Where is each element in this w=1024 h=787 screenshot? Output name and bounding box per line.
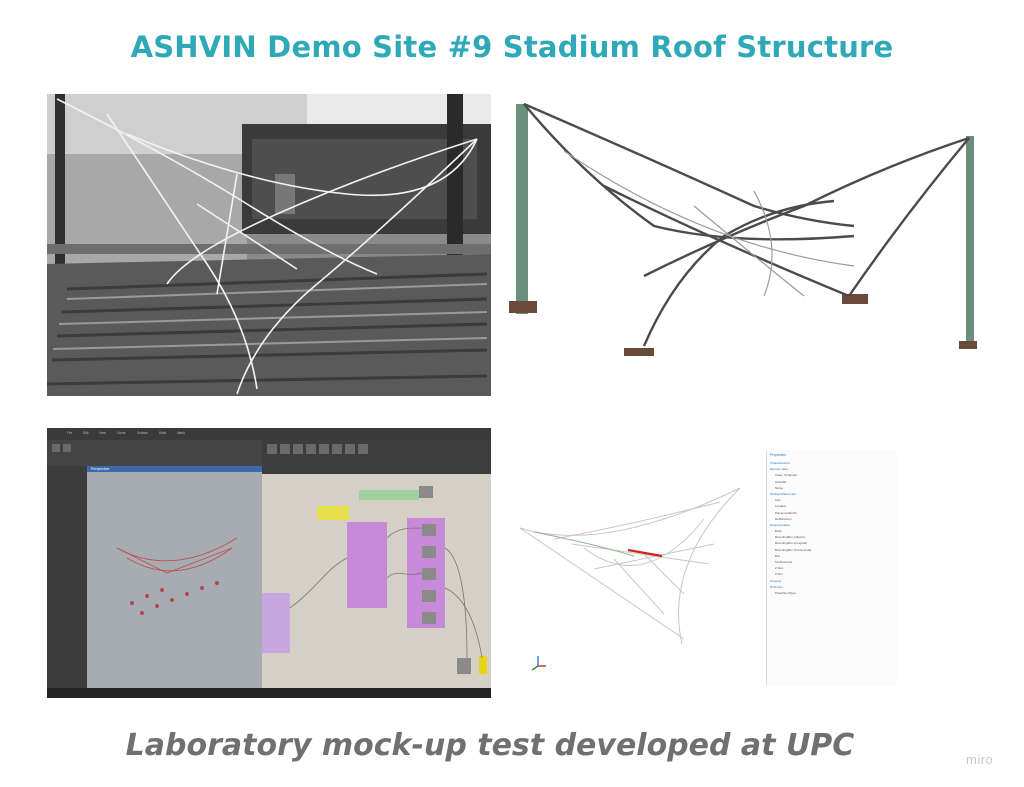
scan-drawing [504, 96, 994, 378]
prop-row: GlobalId [775, 479, 787, 484]
software-menu-curve[interactable]: Curve [117, 431, 126, 435]
prop-row[interactable]: IfcTendon [770, 584, 784, 589]
prop-row: BoundingBox (Ulterior) [775, 535, 806, 540]
prop-row: SurfaceColor [775, 560, 793, 564]
software-menu-file[interactable]: File [67, 431, 73, 435]
properties-tab[interactable]: Properties [770, 453, 786, 457]
prop-row: Box [775, 553, 781, 558]
lab-mockup-photo [47, 94, 491, 396]
prop-row[interactable]: IfcObjectPlacement [770, 491, 797, 496]
prop-row[interactable]: Property [770, 578, 782, 583]
lab-photo-drawing [47, 94, 491, 396]
software-menu-solid[interactable]: Solid [159, 431, 167, 435]
page-title: ASHVIN Demo Site #9 Stadium Roof Structu… [130, 30, 894, 64]
bim-viewer: Properties Characteristics Element data … [514, 444, 898, 690]
point-cloud-scan [504, 96, 994, 378]
prop-row: Z Max [775, 566, 784, 571]
viewport-label: Perspective [91, 467, 110, 471]
prop-row[interactable]: Representation [770, 522, 791, 527]
prop-row: Class: IfcTendon [775, 473, 798, 478]
prop-row: BoundingBox (Longitud) [775, 541, 808, 546]
page-caption: Laboratory mock-up test developed at UPC [125, 728, 855, 763]
prop-row: PlacementRelTo [775, 510, 797, 515]
bim-wireframe [519, 487, 741, 671]
prop-row[interactable]: Element data [770, 467, 788, 472]
prop-row: BoundingBox (Transversal) [775, 547, 812, 552]
prop-row: PredefinedType [775, 590, 797, 595]
miro-watermark: miro [966, 752, 994, 767]
prop-row: Body [775, 529, 782, 534]
prop-row: Name [775, 485, 784, 490]
software-menu-view[interactable]: View [99, 431, 106, 435]
prop-row: Location [775, 504, 787, 509]
prop-row: Z Min [775, 572, 783, 577]
software-menu-edit[interactable]: Edit [83, 431, 89, 435]
software-menu-surface[interactable]: Surface [137, 431, 148, 435]
parametric-software-screenshot: File Edit View Curve Surface Solid Mesh … [47, 428, 491, 698]
software-drawing [47, 428, 491, 698]
software-menu-mesh[interactable]: Mesh [177, 431, 185, 435]
prop-row: RefDirection [775, 516, 792, 521]
properties-panel: Properties Characteristics Element data … [766, 450, 897, 686]
prop-row[interactable]: Characteristics [770, 461, 790, 465]
prop-row: Axis [775, 498, 781, 503]
